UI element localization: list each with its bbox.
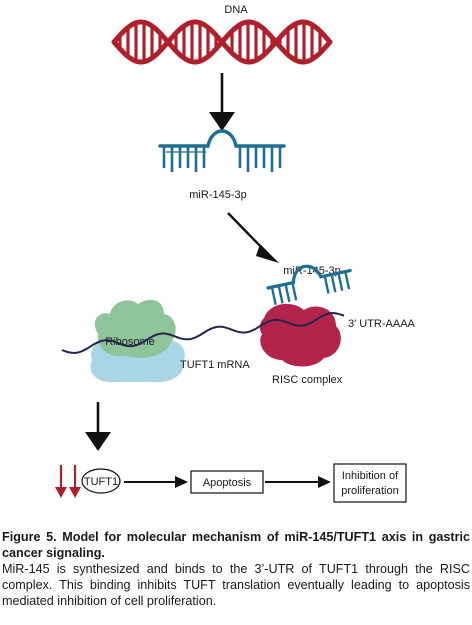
ribosome-icon (90, 299, 185, 383)
utr-label: 3' UTR-AAAA (348, 318, 416, 330)
inhibition-label-line2: proliferation (341, 485, 398, 497)
mirna-hairpin-icon (158, 129, 286, 172)
arrow-apoptosis-to-inhibition (265, 476, 331, 488)
dna-helix-icon (111, 19, 333, 65)
apoptosis-label: Apoptosis (203, 477, 252, 489)
figure-caption: Figure 5. Model for molecular mechanism … (2, 529, 470, 609)
apoptosis-node: Apoptosis (190, 470, 264, 494)
decrease-arrows-icon (55, 465, 81, 498)
tuft1-mrna-strand (61, 312, 345, 354)
mirna-label-1: miR-145-3p (189, 189, 246, 201)
tuft1-label: TUFT1 (84, 476, 118, 488)
risc-label: RISC complex (272, 374, 343, 386)
mrna-label: TUFT1 mRNA (180, 359, 250, 371)
inhibition-label-line1: Inhibition of (342, 470, 399, 482)
caption-title: Figure 5. Model for molecular mechanism … (2, 530, 470, 560)
mechanism-diagram: DNA miR-145-3p miR-145-3p Ribosome 3' UT… (55, 4, 416, 503)
ribosome-label: Ribosome (105, 336, 155, 348)
arrow-mirna-to-risc (227, 212, 279, 263)
dna-label: DNA (224, 4, 248, 16)
bound-mirna-hairpin-icon (266, 264, 352, 306)
arrow-dna-to-mirna (209, 73, 235, 131)
arrow-translation-down (85, 402, 111, 451)
tuft1-node: TUFT1 (81, 468, 121, 494)
caption-body: MiR-145 is synthesized and binds to the … (2, 562, 470, 608)
arrow-tuft1-to-apoptosis (124, 476, 188, 488)
inhibition-node: Inhibition of proliferation (333, 463, 407, 503)
